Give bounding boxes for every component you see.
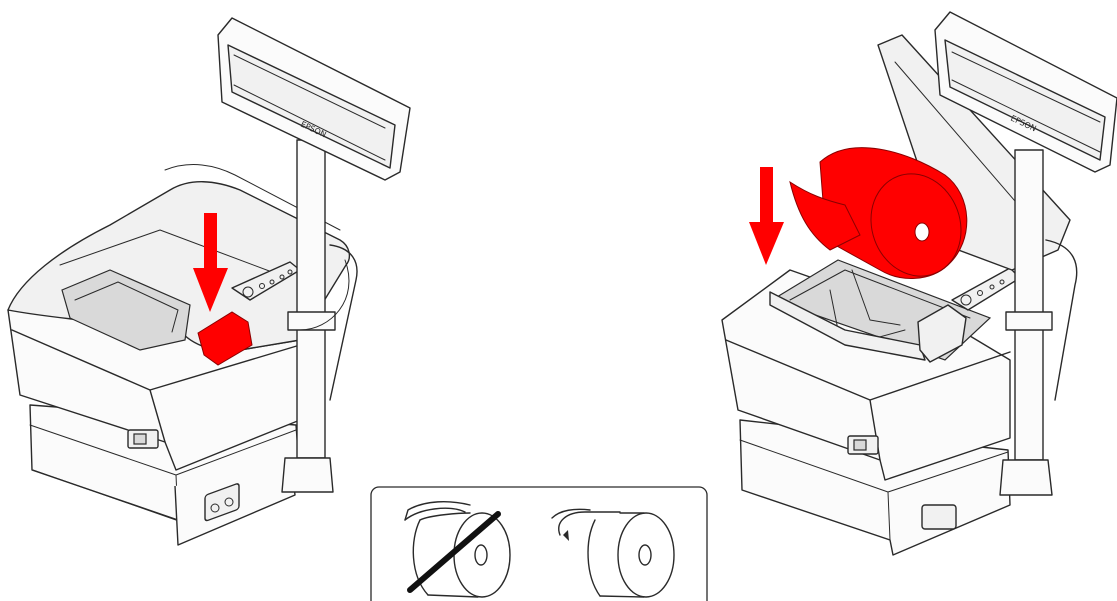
paper-exit-slot [61,269,191,351]
prohibited-slash [407,511,501,593]
customer-display-left: EPSON [217,17,411,493]
down-arrow-icon [749,167,784,265]
cover-open-lever [197,311,253,366]
incorrect-paper-roll-icon [404,501,511,598]
customer-display-right: EPSON [934,11,1117,496]
correct-paper-roll-icon [551,508,675,598]
printer-closed: EPSON [7,17,411,546]
printer-open: EPSON [721,11,1117,556]
connector-panel-right [921,504,957,530]
down-arrow-icon [193,213,228,312]
red-paper-roll [789,147,968,279]
paper-orientation-inset [370,486,708,601]
